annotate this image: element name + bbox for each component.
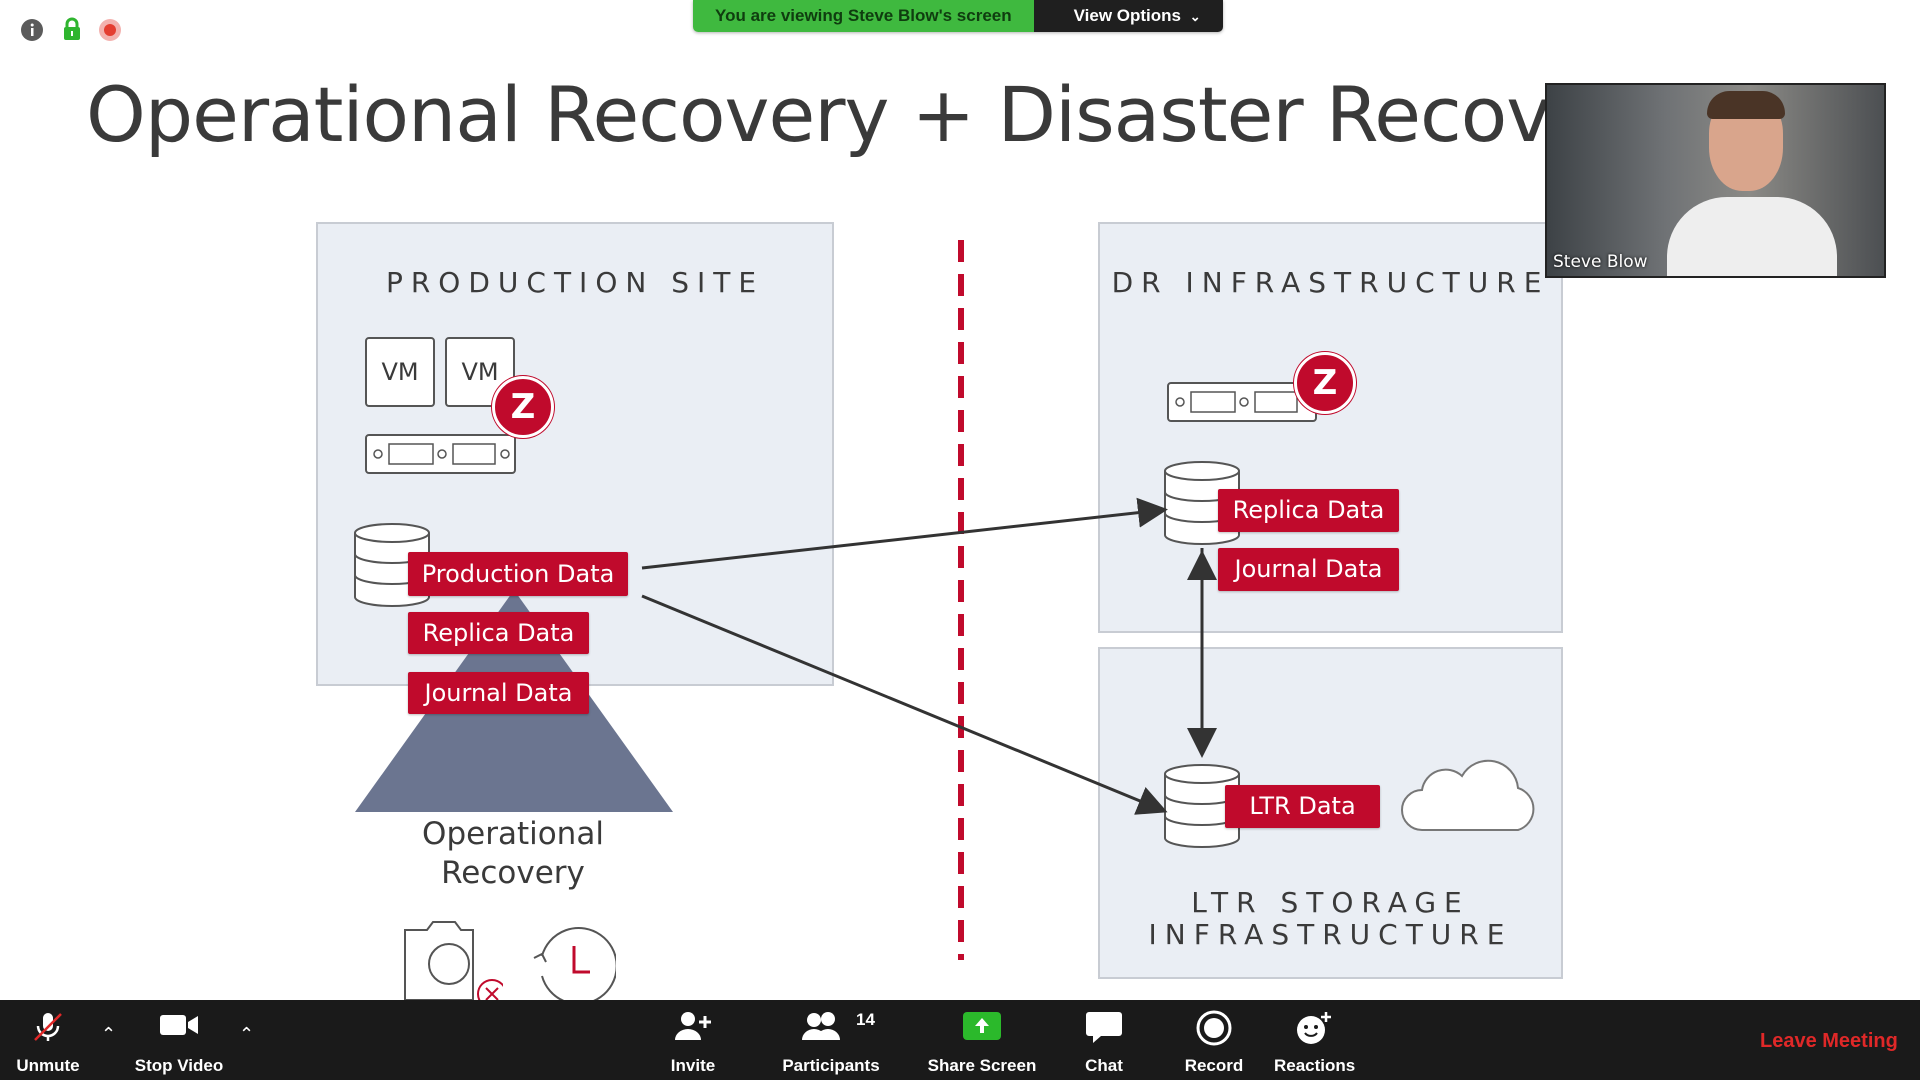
viewing-screen-label: You are viewing Steve Blow's screen	[693, 0, 1034, 32]
participants-label: Participants	[782, 1056, 880, 1075]
lock-icon[interactable]	[61, 17, 83, 41]
video-options-caret-icon[interactable]: ⌃	[239, 1024, 255, 1044]
cloud-icon	[1400, 742, 1538, 832]
stop-video-label: Stop Video	[134, 1056, 224, 1075]
unmute-label: Unmute	[16, 1056, 80, 1075]
operational-recovery-caption: Operational Recovery	[393, 815, 633, 893]
replica-data-tag-dr: Replica Data	[1218, 489, 1399, 532]
dr-infrastructure-title: DR INFRASTRUCTURE	[1111, 266, 1550, 299]
replication-arrows	[641, 497, 1217, 815]
chat-bubble-icon	[1085, 1010, 1123, 1049]
production-site-title: PRODUCTION SITE	[385, 266, 765, 299]
slide-title: Operational Recovery + Disaster Recovery…	[86, 70, 1804, 159]
share-screen-label: Share Screen	[927, 1056, 1037, 1075]
reactions-button[interactable]: Reactions	[1274, 1000, 1356, 1080]
participant-shirt	[1667, 197, 1837, 276]
production-data-tag: Production Data	[408, 552, 628, 596]
view-options-button[interactable]: View Options ⌄	[1033, 0, 1223, 32]
meeting-toolbar: Unmute ⌃ Stop Video ⌃ Invite 14 Particip…	[0, 1000, 1920, 1080]
participant-hair	[1707, 91, 1785, 119]
zerto-badge-production: Z	[492, 376, 554, 438]
screen-share-banner: You are viewing Steve Blow's screen View…	[693, 0, 1223, 32]
leave-meeting-button[interactable]: Leave Meeting	[1760, 1030, 1898, 1052]
vm-box-1: VM	[365, 337, 435, 407]
invite-label: Invite	[670, 1056, 716, 1075]
microphone-muted-icon	[31, 1010, 65, 1049]
invite-button[interactable]: Invite	[660, 1000, 726, 1080]
view-options-label: View Options	[1073, 6, 1181, 25]
journal-data-tag-dr: Journal Data	[1218, 548, 1399, 591]
production-server	[365, 434, 516, 474]
ltr-storage-title-2: INFRASTRUCTURE	[1148, 918, 1513, 951]
video-camera-icon	[158, 1010, 200, 1045]
zerto-badge-dr: Z	[1294, 352, 1356, 414]
chevron-down-icon: ⌄	[1189, 9, 1201, 24]
ltr-database-icon	[1163, 764, 1241, 848]
stop-video-button[interactable]: Stop Video	[128, 1000, 230, 1080]
info-icon[interactable]	[21, 19, 43, 41]
site-divider-line	[958, 240, 964, 960]
chat-button[interactable]: Chat	[1074, 1000, 1134, 1080]
ltr-storage-title-1: LTR STORAGE	[1191, 886, 1470, 919]
record-button[interactable]: Record	[1180, 1000, 1248, 1080]
recording-indicator-icon	[99, 19, 121, 41]
participant-video-tile[interactable]: Steve Blow	[1545, 83, 1886, 278]
unmute-button[interactable]: Unmute	[5, 1000, 91, 1080]
participant-name-label: Steve Blow	[1553, 252, 1648, 272]
journal-data-tag-production: Journal Data	[408, 672, 589, 714]
ltr-data-tag: LTR Data	[1225, 785, 1380, 828]
caption-line-1: Operational	[422, 816, 604, 852]
audio-options-caret-icon[interactable]: ⌃	[101, 1024, 117, 1044]
participants-button[interactable]: 14 Participants	[778, 1000, 884, 1080]
participants-icon	[800, 1010, 842, 1047]
share-screen-button[interactable]: Share Screen	[926, 1000, 1038, 1080]
dr-server	[1167, 382, 1317, 422]
caption-line-2: Recovery	[441, 855, 585, 891]
record-label: Record	[1184, 1056, 1244, 1075]
share-screen-icon	[962, 1010, 1002, 1047]
replica-data-tag-production: Replica Data	[408, 612, 589, 654]
participants-count: 14	[856, 1010, 875, 1029]
invite-person-icon	[673, 1010, 713, 1047]
reactions-label: Reactions	[1274, 1056, 1356, 1075]
chat-label: Chat	[1085, 1056, 1123, 1075]
record-icon	[1196, 1010, 1232, 1051]
reactions-smiley-icon	[1295, 1010, 1333, 1051]
